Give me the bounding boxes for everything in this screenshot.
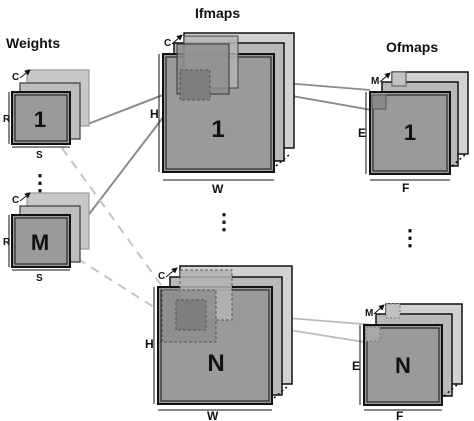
weight-m-width-label: S: [36, 273, 43, 284]
ofmap-n: N M E F: [352, 303, 463, 421]
ofmap-n-inner-border: [366, 327, 440, 403]
ofmap-1-channel-label: M: [371, 76, 379, 87]
ofmap-1-channel-arrow: [379, 72, 391, 83]
ifmap-n-width-label: W: [207, 409, 219, 421]
weight-m-front-layer: [11, 214, 71, 268]
weights-title: Weights: [6, 35, 60, 51]
ofmap-1-width-label: F: [402, 181, 409, 195]
ofmap-n-pixel-back: [385, 303, 401, 319]
ofmaps-ellipsis: ⋮: [399, 225, 421, 250]
ofmap-n-depth-dots: [443, 383, 459, 397]
ifmap-1: 1 C H W: [150, 32, 295, 196]
weight-m-inner-border: [14, 217, 68, 265]
ofmap-1-pixel-back: [391, 71, 407, 87]
ifmap-1-window-highlight: [179, 69, 211, 101]
ifmap-1-channel-arrow: [171, 34, 183, 45]
ifmap-n-window-highlight: [175, 299, 207, 331]
weight-1-label: 1: [34, 107, 46, 132]
weights-ellipsis: ⋮: [29, 170, 51, 195]
ifmap-1-width-label: W: [212, 182, 224, 196]
weight-m-channel-arrow: [19, 192, 31, 202]
weight-filter-1: 1 C R S: [3, 69, 90, 161]
ofmap-1-pixel-front: [371, 94, 387, 110]
ifmap-n: N C H W: [145, 265, 293, 421]
weight-1-inner-border: [14, 94, 68, 142]
weight-1-height-label: R: [3, 114, 11, 125]
ofmap-n-height-label: E: [352, 359, 360, 373]
ofmap-n-width-label: F: [396, 409, 403, 421]
ifmap-1-depth-dots: [275, 153, 291, 167]
ofmap-n-label: N: [395, 353, 411, 378]
ifmaps-ellipsis: ⋮: [213, 209, 235, 234]
ifmap-n-depth-dots: [273, 385, 289, 399]
ifmap-1-height-label: H: [150, 107, 159, 121]
ofmap-1-inner-border: [372, 94, 448, 172]
ofmap-1-height-label: E: [358, 126, 366, 140]
ofmap-1: 1 M E F: [358, 71, 469, 195]
ofmap-n-pixel-front: [365, 326, 381, 342]
ifmap-1-label: 1: [211, 116, 224, 143]
ofmap-1-depth-dots: [451, 153, 467, 167]
ifmap-1-channel-label: C: [164, 38, 171, 49]
ifmaps-title: Ifmaps: [195, 5, 240, 21]
weight-1-front-layer: [11, 91, 71, 145]
ofmaps-title: Ofmaps: [386, 39, 438, 55]
weight-filter-m: M C R S: [3, 192, 90, 284]
weight-m-channel-label: C: [12, 195, 19, 206]
ofmap-n-channel-label: M: [365, 308, 373, 319]
weight-1-width-label: S: [36, 150, 43, 161]
ofmap-n-channel-arrow: [373, 304, 385, 315]
ifmap-n-height-label: H: [145, 337, 154, 351]
weight-m-height-label: R: [3, 237, 11, 248]
weight-1-channel-arrow: [19, 69, 31, 79]
connector-wm-ifn: [63, 249, 169, 317]
ifmap-n-channel-arrow: [165, 267, 178, 278]
weight-m-label: M: [31, 230, 49, 255]
ifmap-n-channel-label: C: [158, 271, 165, 282]
ofmap-1-label: 1: [404, 120, 416, 145]
weight-1-channel-label: C: [12, 72, 19, 83]
ifmap-n-label: N: [207, 350, 224, 377]
